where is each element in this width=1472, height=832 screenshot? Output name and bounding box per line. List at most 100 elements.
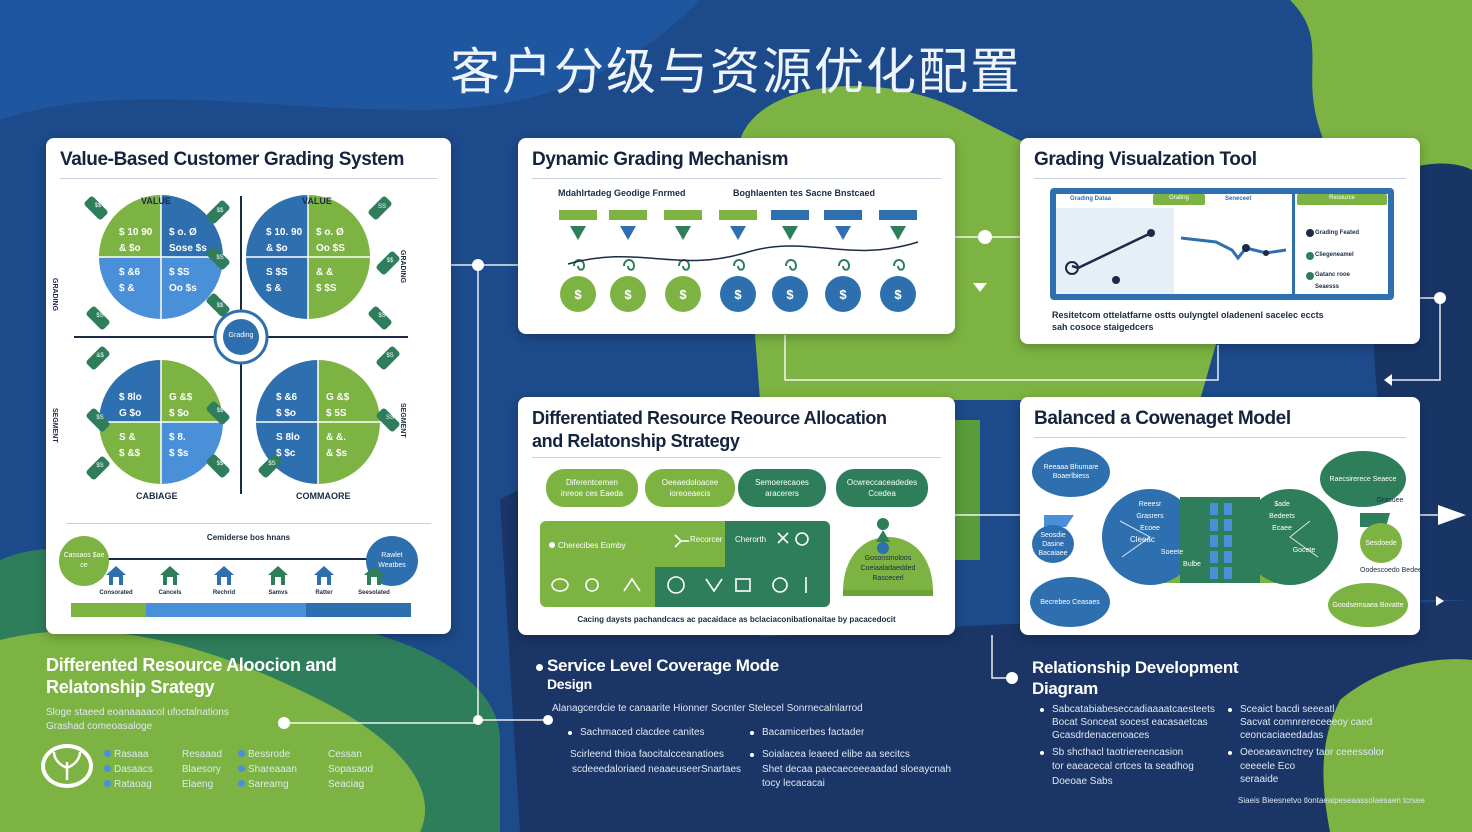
quadrant-cell-label: $ $o <box>276 408 297 419</box>
quadrant-cell-label: $ $s <box>169 448 189 459</box>
coverage-bubble[interactable]: Goodsemsaea Bovatte <box>1328 583 1408 627</box>
stage-circle-glyph: $ <box>786 287 794 302</box>
bullet-dot <box>750 753 754 757</box>
tag-label: $S <box>386 353 394 359</box>
caption-line: Resitetcom ottelatfarne ostts oulyngtel … <box>1052 310 1324 320</box>
card-title: Value-Based Customer Grading System <box>60 149 404 170</box>
coverage-bubble[interactable]: Becrebeo Ceasaes <box>1030 577 1110 627</box>
stage-circle-glyph: $ <box>734 287 742 302</box>
footer-bar-segment <box>146 603 306 617</box>
bullet-subline: scdeeedaloriaed neaaeuseerSnartaes <box>572 764 742 775</box>
card-title-line: Differentiated Resource Reource Allocati… <box>532 408 887 428</box>
list-item: Blaesory <box>182 764 221 775</box>
coverage-bubble[interactable]: Sesdoede <box>1360 523 1402 563</box>
coverage-bubble[interactable]: Raecsirerece Seaece <box>1320 451 1406 507</box>
footer-bar-segment <box>71 603 146 617</box>
trend-chart <box>1056 208 1314 294</box>
spiral-icon <box>893 259 906 271</box>
section-title-line: Diagram <box>1032 679 1098 698</box>
tag-label: $S <box>96 415 104 421</box>
stage-circle <box>720 276 756 312</box>
screen-tab-active[interactable] <box>1297 194 1387 205</box>
bullet-item: seraaide <box>1240 774 1279 785</box>
spiral-icon <box>785 259 798 271</box>
house-icon <box>104 563 128 587</box>
funnel-icon <box>890 226 906 240</box>
bullet-item: ceoncaciaeedadas <box>1240 730 1324 741</box>
quadrant-diagram <box>74 195 408 494</box>
screen-tab[interactable]: Resource <box>1329 195 1355 201</box>
quadrant-cell-label: $ $c <box>276 448 296 459</box>
divider <box>66 523 431 524</box>
tag-label: $$ <box>216 208 224 214</box>
connector-node <box>543 715 553 725</box>
dome-label: Rascecerl <box>872 575 904 582</box>
bullet-item: Sacvat comnrereceeeoy caed <box>1240 717 1373 728</box>
list-bullet <box>172 765 179 772</box>
hub-item: Reeesr <box>1138 501 1162 508</box>
list-item: Rataoag <box>114 779 152 790</box>
footer-icon-label: Ratter <box>315 590 333 596</box>
hub-item: Grasrers <box>1136 513 1164 520</box>
page-title: 客户分级与资源优化配置 <box>450 43 1022 101</box>
quadrant-cell-label: $ 10 90 <box>119 227 153 238</box>
screen-tab[interactable]: Grading Dataa <box>1070 196 1112 202</box>
bullet-item: Gcasdrdenacenoaces <box>1052 730 1150 741</box>
pill-line: inreoe ces Eaeda <box>560 489 624 498</box>
connector-node <box>472 259 484 271</box>
list-item: Sareamg <box>248 779 289 790</box>
quadrant-cell-label: Sose $s <box>169 243 207 254</box>
section-title-line: Service Level Coverage Mode <box>547 656 779 675</box>
quadrant-circle <box>256 360 380 484</box>
quadrant-cell-label: $ &6 <box>276 392 298 403</box>
screen-tab-active[interactable] <box>1153 194 1205 205</box>
quadrant-cell-label: G $o <box>119 408 142 419</box>
section-left-title: Differented Resource Aloocion and Relato… <box>46 654 337 698</box>
quadrant-circle <box>99 195 223 319</box>
panel-label: Cherecibes Eomby <box>558 541 626 550</box>
list-bullet <box>172 750 179 757</box>
bullet-item: Sceaict bacdi seeeatl <box>1240 704 1335 715</box>
list-bullet <box>104 765 111 772</box>
dome-label: Gosonsmoloos <box>864 555 912 562</box>
quadrant-cell-label: $ 10. 90 <box>266 227 303 238</box>
quadrant-circle <box>99 360 223 484</box>
bullet-item: Sabcatabiabeseccadiaaaatcaesteets <box>1052 704 1215 715</box>
list-item: Shareaaan <box>248 764 297 775</box>
card-resource-allocation: Differentiated Resource Reource Allocati… <box>518 397 955 635</box>
quadrant-cell-label: G &$ <box>326 392 350 403</box>
side-item: Grading Feated <box>1315 230 1360 236</box>
list-bullet <box>318 780 325 787</box>
card-title: Differentiated Resource Reource Allocati… <box>532 407 941 453</box>
list-item: Resaaad <box>182 749 223 760</box>
label-value-left: VALUE <box>141 196 171 206</box>
screen-tab[interactable]: Grating <box>1169 195 1189 201</box>
section-left-text: Sloge staeed eoanaaaacol ufoctalnations <box>46 707 229 718</box>
funnel-icon <box>620 226 636 240</box>
label-bottom-left: CABIAGE <box>136 491 178 501</box>
section-right-title: Relationship Development Diagram <box>1032 657 1239 699</box>
side-item: Cliegeneamel <box>1315 252 1354 258</box>
list-item: Seaciag <box>328 779 365 790</box>
quadrant-cell-label: S & <box>119 432 136 443</box>
tag-label: $$ <box>386 258 394 264</box>
coverage-bubble[interactable]: Seosdie Dasine Bacaiaee <box>1032 525 1074 563</box>
tag-label: $$ <box>216 303 224 309</box>
screen-tab[interactable]: Seneceet <box>1225 196 1252 202</box>
bullet-item: Sb shcthacl taotriereencasion <box>1052 747 1184 758</box>
list-item: Rasaaa <box>114 749 149 760</box>
coverage-bubble[interactable]: Reeaaa Bhumare Boaerlbiess <box>1032 447 1110 497</box>
quadrant-cell-label: S $S <box>266 267 288 278</box>
quadrant-circle <box>246 195 370 319</box>
footer-icon-label: Consorated <box>99 590 133 596</box>
panel-icons <box>549 532 809 594</box>
quadrant-cell-label: G &$ <box>169 392 193 403</box>
card-title: Grading Visualzation Tool <box>1034 149 1257 170</box>
list-bullet <box>104 750 111 757</box>
panel-block <box>725 521 830 567</box>
